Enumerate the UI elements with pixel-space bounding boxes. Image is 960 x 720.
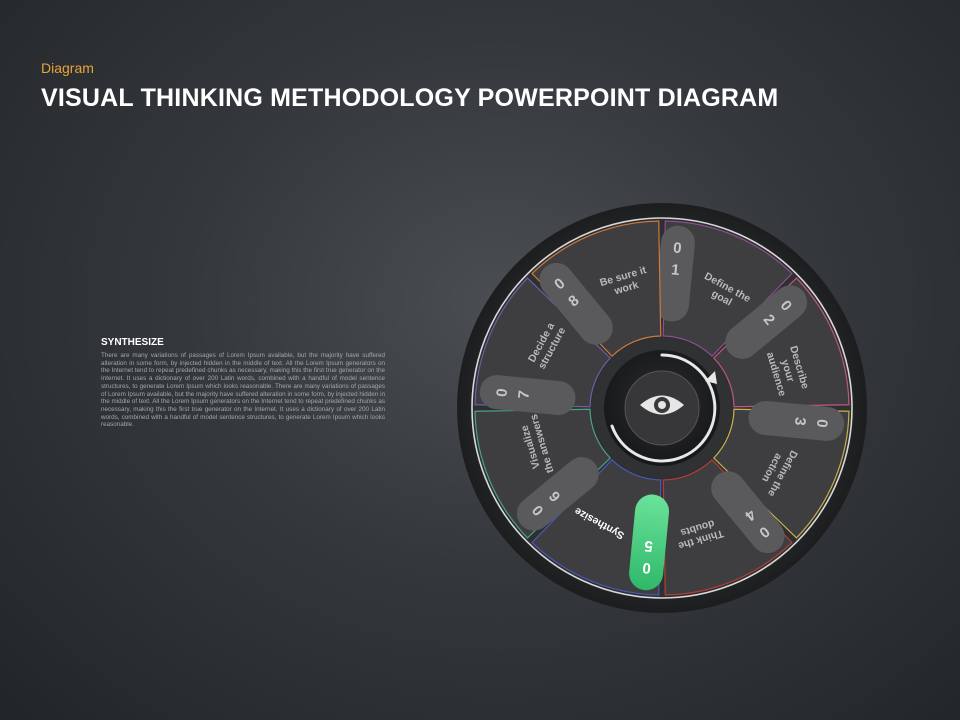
segment-number-tab: 03 xyxy=(748,400,845,441)
page-title: VISUAL THINKING METHODOLOGY POWERPOINT D… xyxy=(41,84,779,112)
arrow-head xyxy=(705,371,717,384)
segment-shape xyxy=(531,458,662,596)
segment-shape xyxy=(712,408,850,539)
segment-shape xyxy=(662,458,793,596)
panel-heading: SYNTHESIZE xyxy=(101,337,164,348)
circular-arrow-icon xyxy=(610,353,717,463)
segment-number-tab: 05 xyxy=(629,494,670,591)
segment-number-digit-2: 5 xyxy=(644,537,654,555)
segment-number-digit-1: 0 xyxy=(642,559,652,577)
segment-number-digit-2: 7 xyxy=(515,390,533,400)
segment-number-digit-1: 0 xyxy=(493,388,511,398)
segment-number-digit-2: 3 xyxy=(791,416,809,426)
hub xyxy=(592,338,732,478)
segment-number-tab: 04 xyxy=(711,471,785,554)
eye-icon xyxy=(640,395,684,415)
segment-shape xyxy=(712,277,850,408)
segment-shape xyxy=(474,277,612,408)
segment-number-tab: 06 xyxy=(516,457,599,531)
diagram-kicker: Diagram xyxy=(41,60,94,76)
segment-shape xyxy=(662,220,793,358)
segment-number-digit-1: 0 xyxy=(672,239,682,257)
description-panel: SYNTHESIZE There are many variations of … xyxy=(101,337,385,429)
segment-number-tab: 08 xyxy=(539,262,613,345)
segment-shape xyxy=(474,408,612,539)
segment-number-tab: 02 xyxy=(725,285,808,359)
segment-number-digit-1: 0 xyxy=(813,418,831,428)
segment-number-digit-2: 1 xyxy=(670,261,680,279)
panel-body: There are many variations of passages of… xyxy=(101,352,385,429)
segment-number-tab: 01 xyxy=(654,225,695,322)
segment-shape xyxy=(531,220,662,358)
